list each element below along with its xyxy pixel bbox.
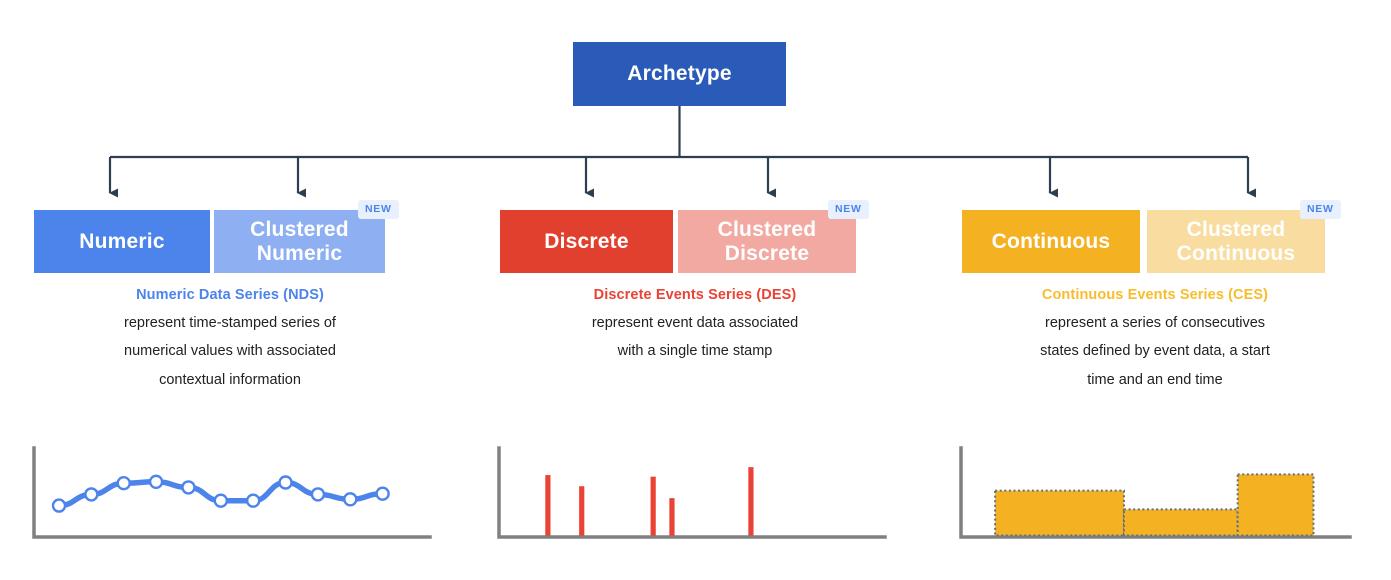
chart-spike (650, 476, 656, 536)
column-desc-nds-line2: numerical values with associated (124, 343, 336, 360)
chart-state-block (1122, 508, 1239, 537)
chart-data-point (310, 487, 326, 502)
chart-data-point (278, 475, 293, 490)
column-desc-ces-line2: states defined by event data, a start (1040, 343, 1270, 360)
node-numeric-label: Numeric (79, 229, 165, 253)
column-desc-des: represent event data associated with a s… (495, 309, 895, 366)
new-badge-clustered-continuous: NEW (1300, 200, 1341, 219)
chart-data-point (116, 476, 131, 491)
node-discrete[interactable]: Discrete (500, 210, 673, 273)
node-continuous-label: Continuous (991, 229, 1111, 253)
chart-axis (32, 446, 432, 539)
column-desc-des-line2: with a single time stamp (617, 343, 773, 360)
chart-axis (959, 446, 1352, 539)
new-badge-clustered-discrete: NEW (828, 200, 869, 219)
column-desc-ces-line1: represent a series of consecutives (1044, 315, 1266, 331)
column-title-ces: Continuous Events Series (CES) (1041, 287, 1269, 303)
chart-data-point (245, 493, 261, 508)
node-clustered-discrete-label: Clustered Discrete (718, 218, 817, 265)
chart-spike (748, 467, 754, 536)
column-desc-ces: represent a series of consecutives state… (955, 309, 1355, 394)
description-column-des: Discrete Events Series (DES) represent e… (495, 287, 895, 366)
node-clustered-numeric-line1: Clustered (250, 217, 349, 241)
node-continuous[interactable]: Continuous (962, 210, 1140, 273)
chart-spike (545, 475, 551, 536)
node-clustered-continuous-line2: Continuous (1176, 241, 1296, 265)
chart-des-spikes (497, 446, 887, 539)
chart-data-point (213, 493, 229, 508)
node-clustered-discrete[interactable]: Clustered Discrete (678, 210, 856, 273)
node-numeric[interactable]: Numeric (34, 210, 210, 273)
chart-spike (669, 498, 675, 536)
node-clustered-discrete-line2: Discrete (724, 241, 810, 265)
chart-state-block (1236, 473, 1315, 537)
chart-axis (497, 446, 887, 539)
column-title-des: Discrete Events Series (DES) (593, 287, 797, 303)
description-column-nds: Numeric Data Series (NDS) represent time… (30, 287, 430, 394)
node-clustered-numeric[interactable]: Clustered Numeric (214, 210, 385, 273)
node-clustered-continuous-line1: Clustered (1186, 217, 1286, 241)
chart-data-point (375, 486, 390, 501)
column-desc-nds: represent time-stamped series of numeric… (30, 309, 430, 394)
chart-data-point (343, 492, 358, 507)
chart-data-point (181, 480, 196, 495)
column-desc-nds-line3: contextual information (159, 371, 301, 388)
chart-ces-steps (959, 446, 1352, 539)
column-desc-des-line1: represent event data associated (591, 315, 799, 331)
node-archetype[interactable]: Archetype (573, 42, 786, 106)
node-clustered-continuous[interactable]: Clustered Continuous (1147, 210, 1325, 273)
node-clustered-numeric-label: Clustered Numeric (250, 218, 349, 265)
chart-spike (579, 486, 585, 536)
node-clustered-numeric-line2: Numeric (256, 241, 343, 265)
description-column-ces: Continuous Events Series (CES) represent… (955, 287, 1355, 394)
node-clustered-continuous-label: Clustered Continuous (1177, 218, 1296, 265)
chart-data-point (84, 487, 99, 502)
chart-nds-line (32, 446, 432, 539)
node-discrete-label: Discrete (544, 229, 629, 253)
chart-data-point (148, 474, 164, 489)
column-desc-ces-line3: time and an end time (1087, 371, 1223, 388)
node-clustered-discrete-line1: Clustered (717, 217, 817, 241)
node-archetype-label: Archetype (627, 62, 732, 86)
new-badge-clustered-numeric: NEW (358, 200, 399, 219)
chart-state-block (994, 489, 1125, 537)
column-title-nds: Numeric Data Series (NDS) (136, 287, 324, 303)
chart-data-point (51, 498, 67, 513)
column-desc-nds-line1: represent time-stamped series of (124, 315, 336, 331)
